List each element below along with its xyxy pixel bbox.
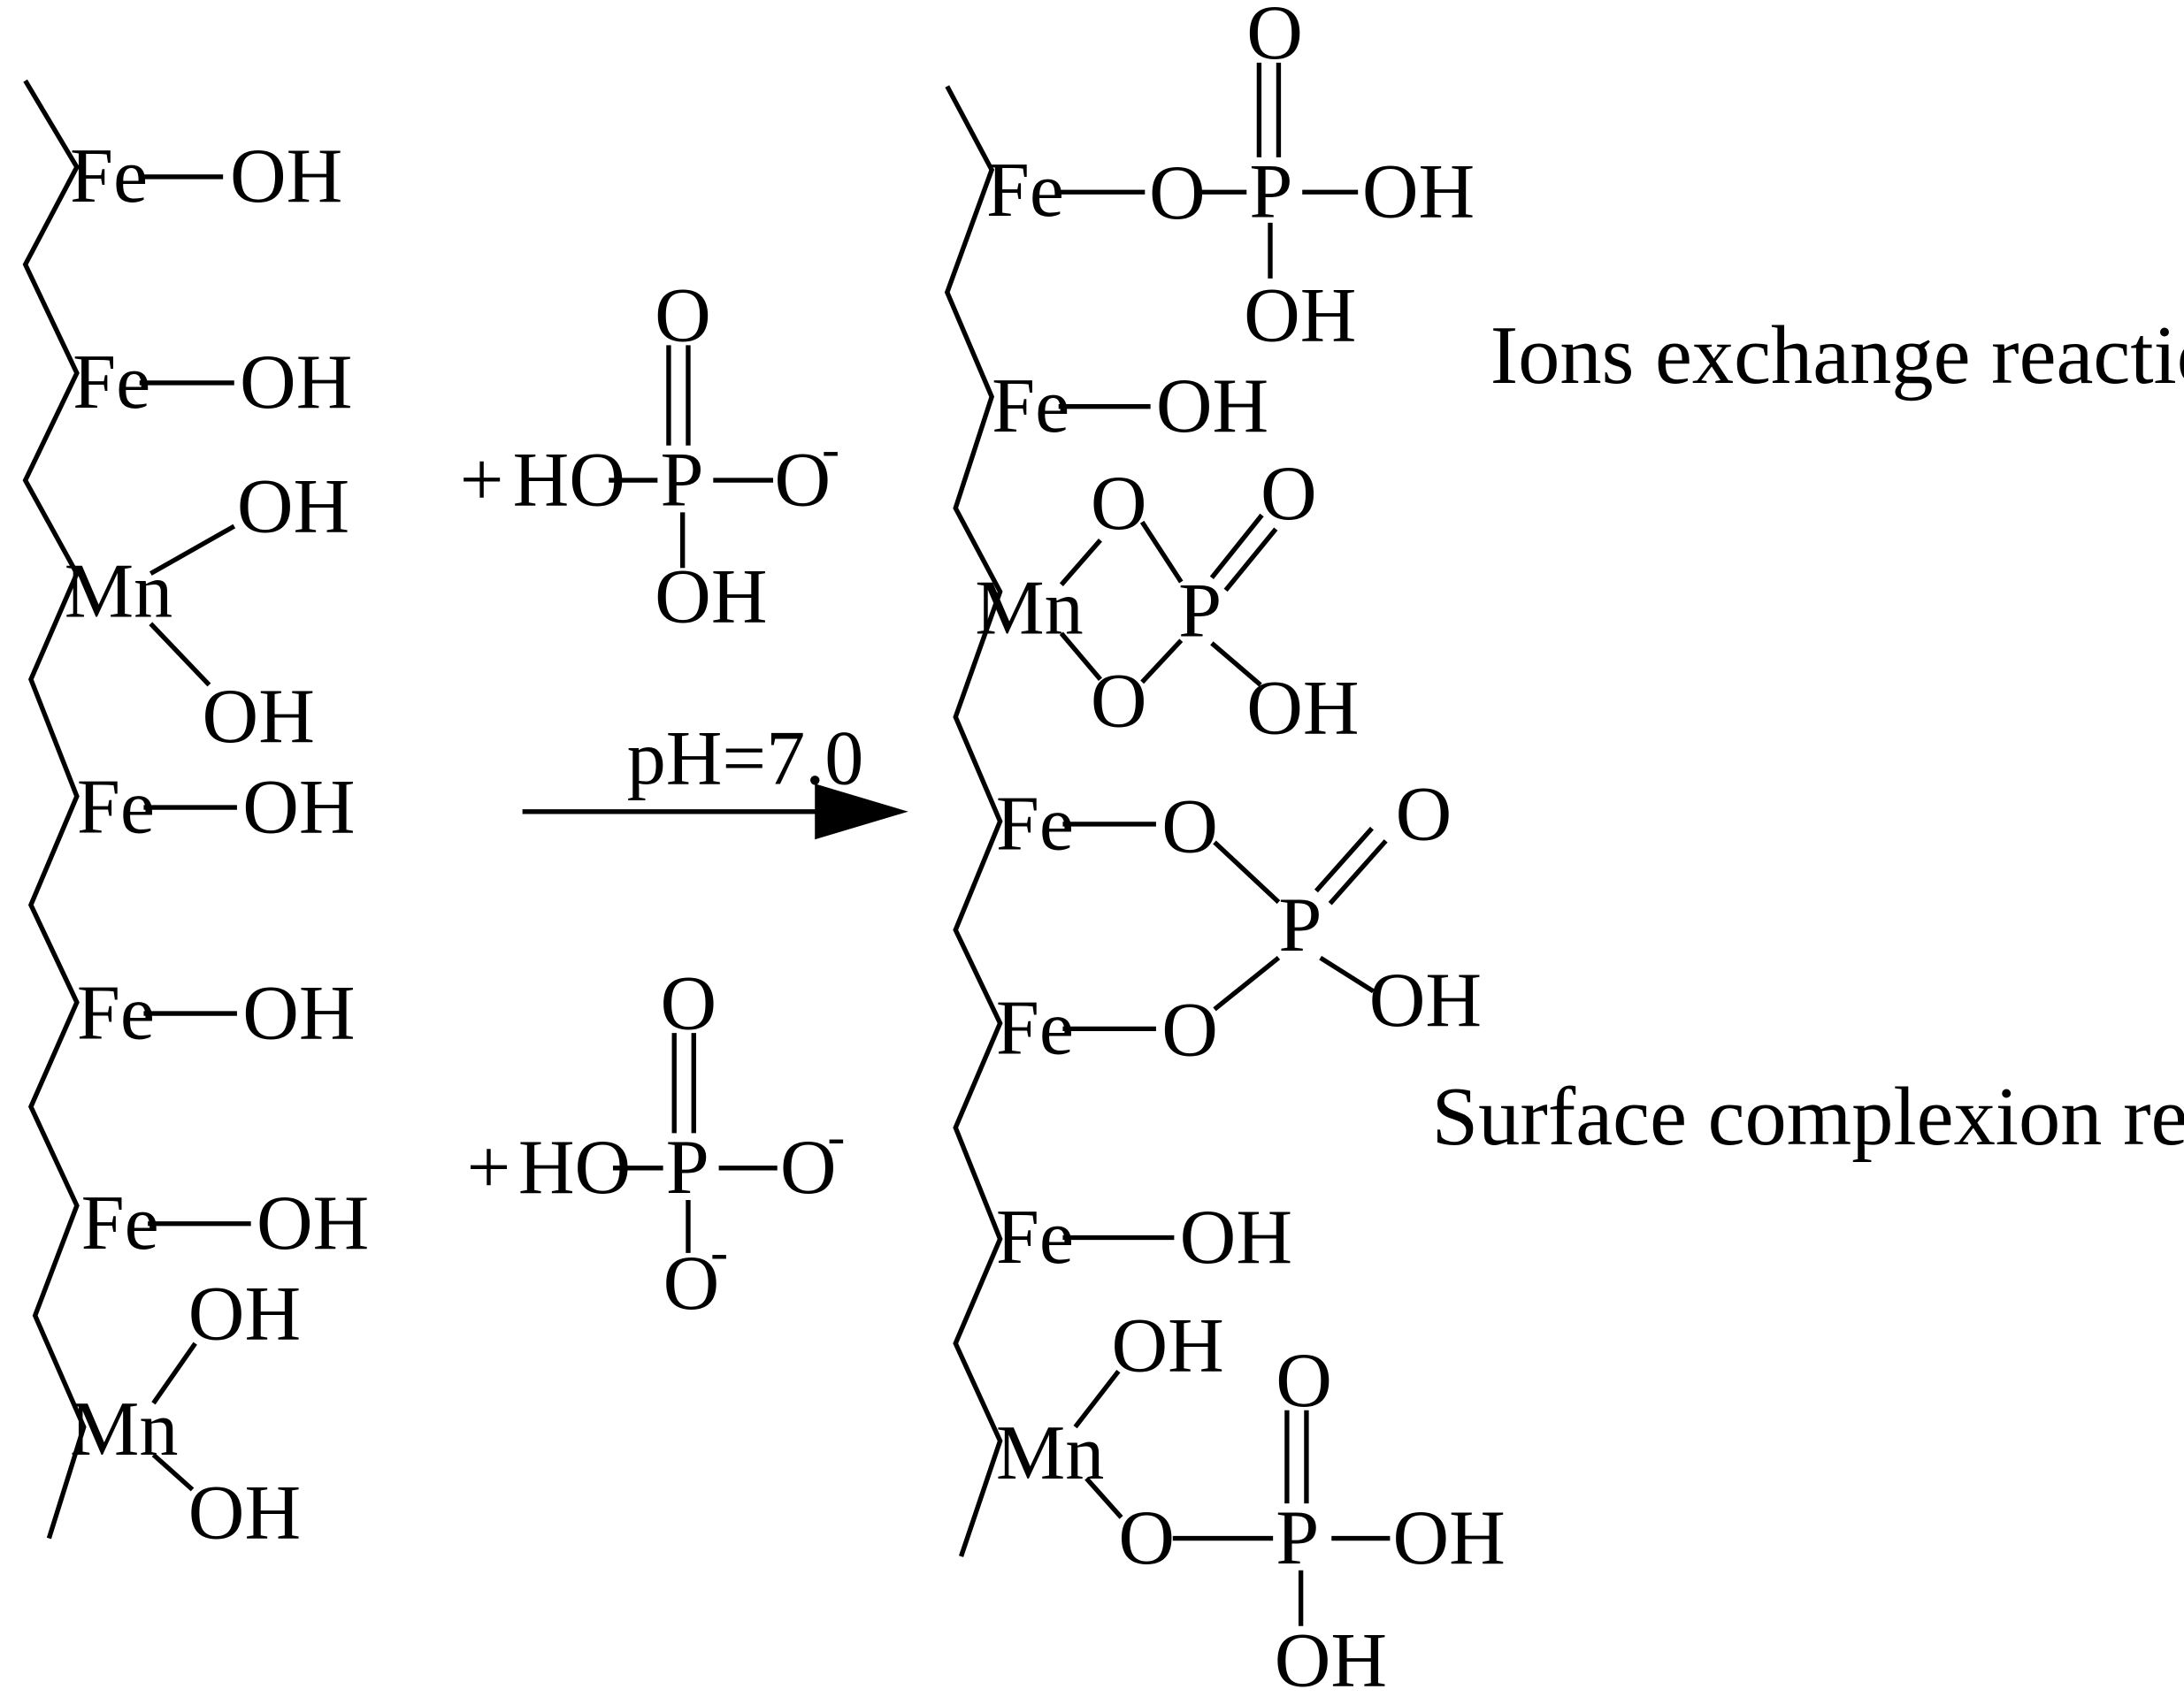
- phosphorus-atom: P: [1278, 882, 1322, 968]
- double-bond-line: [1314, 826, 1374, 893]
- phosphorus-atom: P: [1249, 149, 1292, 235]
- bond: [1140, 638, 1184, 684]
- bond: [1210, 641, 1262, 687]
- hydroxyl-group: OH: [1180, 1194, 1292, 1280]
- bond: [151, 1453, 195, 1492]
- hydroxyl-group: OH: [655, 554, 767, 640]
- oxygen-atom: O: [1161, 986, 1218, 1073]
- hydrogen-phosphate-ion: + HO P O O - O -: [467, 959, 846, 1326]
- hydroxyl-group: OH: [1112, 1303, 1224, 1389]
- dihydrogen-phosphate-ion: + HO P O O - OH: [460, 272, 839, 640]
- hydroxyl-group: OH: [203, 673, 315, 760]
- hydroxyl-group: OH: [242, 763, 355, 850]
- phosphorus-atom: P: [1276, 1494, 1319, 1581]
- hydroxyl-group: OH: [240, 339, 352, 425]
- arrow-head: [815, 784, 908, 840]
- double-bond-line: [1209, 513, 1264, 579]
- bond: [1059, 539, 1102, 586]
- fe-atom: Fe: [996, 985, 1074, 1072]
- chain-backbone: [944, 85, 1003, 1557]
- hydroxyl-group: OH: [1393, 1494, 1506, 1581]
- hydroxyl-group: OH: [188, 1270, 301, 1357]
- fe-atom: Fe: [77, 969, 155, 1056]
- fe-atom: Fe: [81, 1180, 159, 1266]
- oxygen-atom: O: [660, 959, 717, 1046]
- caption-surface-complexion: Surface complexion reaction: [1432, 1071, 2184, 1163]
- oxygen-atom: O: [1091, 460, 1147, 547]
- plus-sign: +: [460, 436, 504, 523]
- reaction-arrow: pH=7.0: [522, 715, 908, 840]
- negative-charge: -: [710, 1223, 728, 1281]
- fe-atom: Fe: [996, 1194, 1074, 1280]
- hydroxyl-group: OH: [1244, 272, 1356, 359]
- chain-backbone: [22, 79, 87, 1540]
- bond: [1139, 520, 1184, 584]
- fe-atom: Fe: [986, 147, 1064, 233]
- fe-atom: Fe: [992, 363, 1069, 449]
- oxygen-atom: O: [1149, 149, 1206, 236]
- bond: [1213, 840, 1281, 905]
- oxygen-atom: O: [663, 1240, 720, 1326]
- hydroxyl-group: OH: [242, 969, 355, 1056]
- negative-charge: -: [827, 1107, 845, 1166]
- phosphorus-atom: P: [660, 436, 703, 523]
- hydroxyl-group: OH: [1369, 957, 1482, 1043]
- phosphorus-atom: P: [666, 1124, 709, 1211]
- oxygen-atom: O: [780, 1124, 837, 1211]
- bond: [149, 622, 211, 687]
- bond: [1059, 631, 1102, 681]
- oxygen-atom: O: [1161, 783, 1218, 869]
- oxygen-atom: O: [1118, 1494, 1175, 1581]
- caption-ion-exchange: Ions exchange reaction: [1490, 310, 2184, 401]
- mn-atom: Mn: [65, 547, 172, 634]
- bond: [1213, 955, 1281, 1012]
- bond: [1084, 1477, 1123, 1519]
- hydroxyl-group: HO: [518, 1124, 631, 1211]
- fe-atom: Fe: [73, 339, 150, 425]
- negative-charge: -: [822, 419, 839, 478]
- hydroxyl-group: OH: [230, 133, 342, 219]
- double-bond-line: [1328, 839, 1388, 906]
- oxygen-atom: O: [655, 272, 711, 359]
- bond: [149, 524, 236, 576]
- fe-atom: Fe: [77, 763, 155, 850]
- hydroxyl-group: HO: [513, 436, 625, 523]
- hydroxyl-group: OH: [188, 1470, 301, 1556]
- product-surface-chain: Fe O P O OH OH Fe OH Mn O O P O OH Fe O …: [944, 0, 1506, 1697]
- oxygen-atom: O: [1246, 0, 1303, 76]
- oxygen-atom: O: [1396, 770, 1452, 857]
- oxygen-atom: O: [1091, 658, 1147, 745]
- plus-sign: +: [467, 1124, 511, 1211]
- bond: [151, 1342, 197, 1405]
- hydroxyl-group: OH: [1156, 363, 1268, 449]
- hydroxyl-group: OH: [1246, 665, 1359, 752]
- hydroxyl-group: OH: [237, 462, 349, 549]
- double-bond-line: [1223, 527, 1278, 592]
- oxygen-atom: O: [1261, 450, 1317, 537]
- hydroxyl-group: OH: [257, 1180, 369, 1266]
- bond: [1319, 955, 1375, 994]
- oxygen-atom: O: [775, 436, 831, 523]
- oxygen-atom: O: [1276, 1337, 1332, 1424]
- hydroxyl-group: OH: [1362, 149, 1475, 235]
- bond: [1073, 1369, 1121, 1429]
- hydroxyl-group: OH: [1275, 1617, 1387, 1697]
- fe-atom: Fe: [996, 780, 1074, 867]
- fe-atom: Fe: [70, 133, 148, 219]
- phosphorus-atom: P: [1178, 567, 1222, 654]
- reactant-surface-chain: Fe OH Fe OH Mn OH OH Fe OH Fe OH Fe OH M…: [22, 79, 369, 1556]
